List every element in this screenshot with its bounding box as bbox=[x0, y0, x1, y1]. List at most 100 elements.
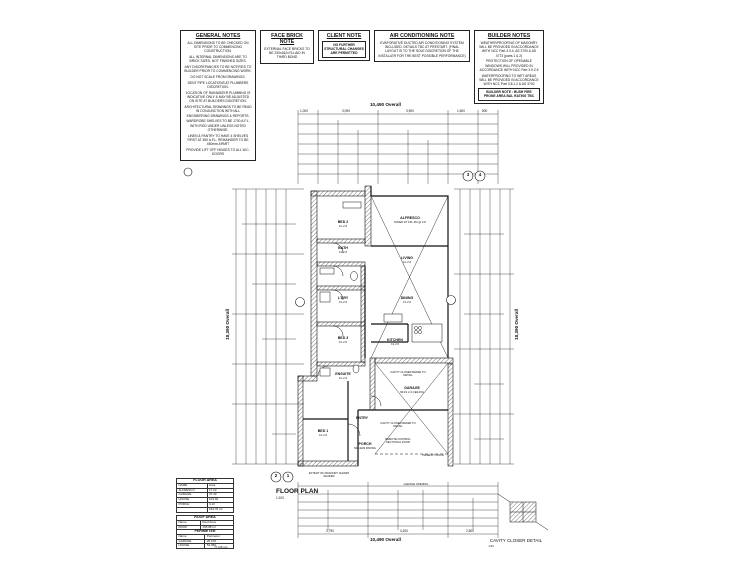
builder-note-line: WATERPROOFING TO WET AREAS WILL BE PROVI… bbox=[479, 73, 539, 87]
perimeter-cell: 54.350 bbox=[204, 543, 234, 550]
perimeter-table: PERIMETER Name Perimeter GARAGE 25.100 H… bbox=[175, 529, 234, 550]
general-note-line: LINEN & PANTRY TO HAVE 4 SHELVES FIRST A… bbox=[187, 133, 249, 147]
face-brick-note-box: FACE BRICK NOTE EXTERNAL FACE BRICKS TO … bbox=[260, 30, 314, 65]
room-bath-sub: CL 2.6 bbox=[338, 250, 348, 254]
room-bed-3: BED 3 CL 2.6 bbox=[328, 336, 358, 344]
client-note-text: NO FURTHER STRUCTURAL CHANGES ARE PERMIT… bbox=[322, 41, 366, 58]
room-alfresco: ALFRESCO PAVED AT FFL 4M @ 2.8 bbox=[390, 216, 430, 224]
section-mark-3: 3 bbox=[466, 172, 470, 177]
top-dim: 3,900 bbox=[406, 109, 414, 113]
room-laundry-name: L'DRY bbox=[337, 296, 349, 300]
room-entry-name: ENTRY bbox=[355, 416, 369, 420]
room-laundry: L'DRY CL 2.6 bbox=[330, 296, 356, 304]
room-bath: BATH CL 2.6 bbox=[330, 246, 356, 254]
top-dim: 800 bbox=[482, 109, 488, 113]
section-mark-4: 4 bbox=[478, 172, 482, 177]
overall-width-bottom: 10,490 Overall bbox=[370, 537, 401, 542]
client-note-box: CLIENT NOTE NO FURTHER STRUCTURAL CHANGE… bbox=[318, 30, 370, 61]
masonry-walls bbox=[297, 185, 454, 467]
floor-plan-drawing bbox=[183, 110, 549, 538]
section-markers bbox=[183, 167, 486, 483]
general-note-line: PROVIDE LIFT OFF HINGES TO ALL W.C. DOOR… bbox=[186, 147, 250, 157]
top-dim: 3,090 bbox=[342, 109, 350, 113]
door-swings bbox=[317, 242, 382, 437]
cavity-closer-detail-scale: 1:20 bbox=[488, 545, 494, 548]
room-ensuite-name: ENSUITE bbox=[335, 372, 351, 376]
floor-area-table: FLOOR AREA NAME Area ALFRESCO 17.22 GARA… bbox=[176, 478, 234, 513]
client-note-title: CLIENT NOTE bbox=[326, 33, 362, 39]
roof-area-table: ROOF AREA Name Roof Area ROOF 195.88 m² bbox=[176, 515, 235, 531]
overall-length-right: 18,390 Overall bbox=[514, 309, 519, 340]
fixtures bbox=[319, 201, 443, 377]
internal-walls bbox=[303, 186, 449, 466]
air-conditioning-note-box: AIR CONDITIONING NOTE EVAPORATIVE DUCTED… bbox=[374, 30, 470, 63]
floor-area-total: 163.76 m² bbox=[206, 506, 234, 513]
general-note-line: LOCATION OF RAINWATER PLUMBING IS INDICA… bbox=[185, 91, 251, 104]
builder-notes-box: BUILDER NOTES WEATHERPROOFING OF MASONRY… bbox=[474, 30, 544, 104]
overall-length-left: 18,390 Overall bbox=[225, 309, 230, 340]
general-note-line: ALL INTERNAL DIMENSIONS ARE TO BRICK SIZ… bbox=[189, 55, 247, 64]
general-notes-title: GENERAL NOTES bbox=[195, 33, 241, 39]
section-mark-1: 1 bbox=[286, 473, 290, 478]
room-entry: ENTRY bbox=[350, 416, 374, 420]
bottom-dim: 2,500 bbox=[466, 529, 474, 533]
overall-width-top: 10,490 Overall bbox=[370, 102, 401, 107]
top-dim: 1,000 bbox=[300, 109, 308, 113]
general-note-line: ANY DISCREPANCIES TO BE NOTIFIED TO BUIL… bbox=[184, 65, 252, 74]
perimeter-total: 77.418 mm bbox=[214, 546, 228, 549]
drawing-sheet: GENERAL NOTES ALL DIMENSIONS TO BE CHECK… bbox=[168, 24, 582, 552]
room-ensuite: ENSUITE CL 2.6 bbox=[328, 372, 358, 380]
room-dining: DINING CL 2.6 bbox=[392, 296, 422, 304]
room-bed-3-name: BED 3 bbox=[337, 336, 349, 340]
room-bed-1-sub: CL 2.6 bbox=[318, 433, 328, 437]
section-mark-2: 2 bbox=[274, 473, 278, 478]
air-conditioning-note-text: EVAPORATIVE DUCTED AIR CONDITIONING SYST… bbox=[378, 41, 466, 58]
face-brick-note-title: FACE BRICK NOTE bbox=[271, 33, 303, 45]
room-kitchen-sub: CL 2.6 bbox=[390, 342, 400, 346]
cavity-closer-detail-title: CAVITY CLOSER DETAIL bbox=[489, 538, 543, 543]
room-kitchen-name: KITCHEN bbox=[387, 338, 403, 342]
room-kitchen: KITCHEN CL 2.6 bbox=[380, 338, 410, 346]
room-bed-1-name: BED 1 bbox=[317, 429, 329, 433]
cavity-closer-detail-drawing bbox=[497, 493, 549, 531]
remote-control-note: REMOTE CONTROL SECTIONAL DOOR bbox=[385, 438, 411, 445]
builder-notes-title: BUILDER NOTES bbox=[487, 33, 531, 39]
panel-lift-note: PANELIFT DOOR bbox=[422, 454, 444, 457]
room-ensuite-sub: CL 2.6 bbox=[338, 376, 348, 380]
garage-opening-note: GARAGE OPENING bbox=[403, 483, 429, 486]
room-alfresco-name: ALFRESCO bbox=[400, 216, 420, 220]
builder-note-line: PROTECTION OF OPENABLE WINDOWS WILL PROV… bbox=[479, 59, 539, 72]
room-laundry-sub: CL 2.6 bbox=[338, 300, 348, 304]
room-living-name: LIVING bbox=[401, 256, 413, 260]
bottom-dim: 3,790 bbox=[326, 529, 334, 533]
room-dining-name: DINING bbox=[400, 296, 414, 300]
room-porch-name: PORCH bbox=[358, 442, 372, 446]
left-dimension-lines bbox=[232, 188, 304, 465]
general-note-line: ARCHITECTURAL DRAWINGS TO BE READ IN CON… bbox=[184, 105, 252, 118]
cavity-closer-note-2: CAVITY CLOSER REFER TO DETAIL bbox=[380, 422, 416, 429]
general-note-line: WARDROBE SHELVES TO BE 1700 A.F.L. WITH … bbox=[186, 119, 250, 132]
room-bed-3-sub: CL 2.6 bbox=[338, 340, 348, 344]
right-dimension-lines bbox=[454, 188, 514, 465]
bottom-dimension-lines bbox=[297, 482, 499, 538]
general-note-line: ALL DIMENSIONS TO BE CHECKED ON SITE PRI… bbox=[187, 41, 249, 54]
general-note-line: DENT PIPE LOCATIONS AT PLUMBERS DISCRETI… bbox=[187, 81, 249, 90]
room-garage-name: GARAGE bbox=[404, 386, 420, 390]
room-dining-sub: CL 2.6 bbox=[402, 300, 412, 304]
plan-scale: 1:100 bbox=[276, 496, 284, 500]
room-bed-1: BED 1 CL 2.6 bbox=[308, 429, 338, 437]
perimeter-cell: HOUSE bbox=[175, 543, 206, 550]
room-porch-sub: NFL/E03 PAVING bbox=[354, 446, 376, 450]
extent-of-masonry-note: EXTENT OF MASONRY SHOWN SHADED bbox=[308, 472, 350, 479]
room-living: LIVING CL 2.6 bbox=[392, 256, 422, 264]
air-conditioning-note-title: AIR CONDITIONING NOTE bbox=[389, 33, 455, 39]
room-living-sub: CL 2.6 bbox=[402, 260, 412, 264]
room-porch: PORCH NFL/E03 PAVING bbox=[352, 442, 378, 450]
top-dim: 1,500 bbox=[457, 109, 465, 113]
general-notes-box: GENERAL NOTES ALL DIMENSIONS TO BE CHECK… bbox=[180, 30, 256, 161]
room-bed-2: BED 2 CL 2.6 bbox=[328, 220, 358, 228]
room-bed-2-sub: CL 2.6 bbox=[338, 224, 348, 228]
face-brick-note-text: EXTERNAL FACE BRICKS TO BE 230x162x76 LA… bbox=[264, 47, 310, 60]
cavity-closer-note-1: CAVITY CLOSER REFER TO DETAIL bbox=[390, 371, 426, 378]
builder-note-line: WEATHERPROOFING OF MASONRY WILL BE PROVI… bbox=[479, 41, 539, 58]
